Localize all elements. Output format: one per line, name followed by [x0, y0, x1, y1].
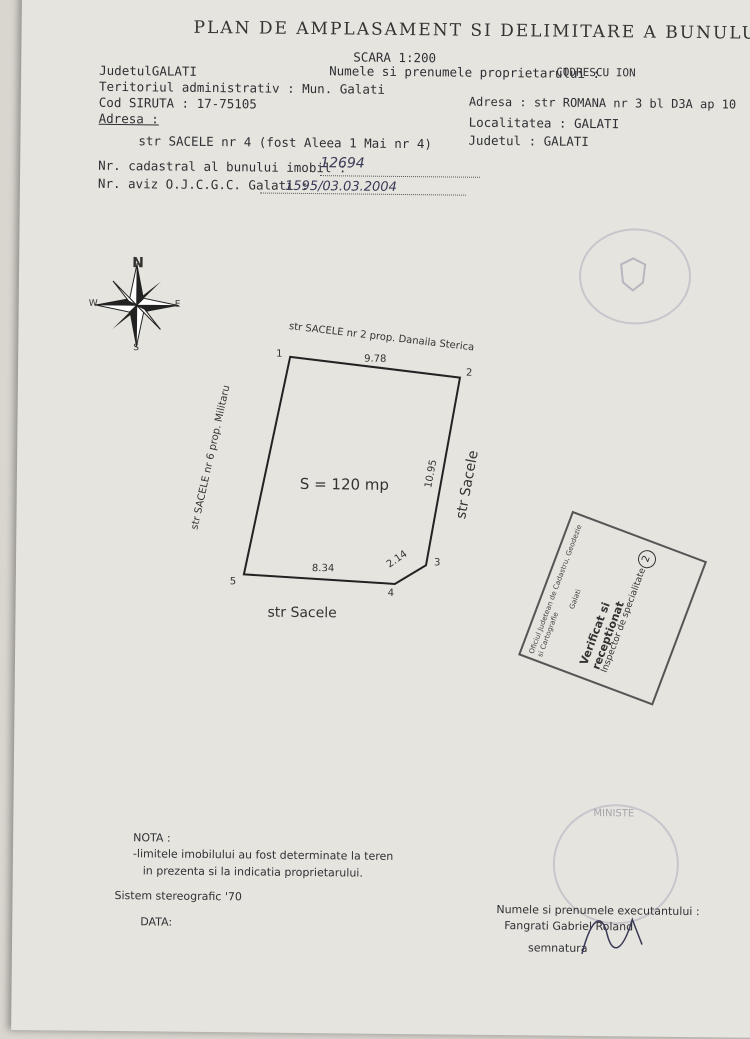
compass-w: W — [88, 298, 98, 309]
point-5: 5 — [229, 576, 237, 588]
data-label: DATA: — [140, 915, 173, 929]
nota-label: NOTA : — [133, 831, 171, 845]
document-sheet: PLAN DE AMPLASAMENT SI DELIMITARE A BUNU… — [11, 0, 750, 1038]
coat-of-arms-icon — [620, 257, 647, 292]
point-3: 3 — [433, 557, 441, 569]
compass-e: E — [174, 299, 181, 310]
sistem-label: Sistem stereografic '70 — [114, 889, 242, 904]
compass-rose-icon — [94, 263, 179, 348]
plan-drawing — [94, 263, 462, 585]
nota-line1: -limitele imobilului au fost determinate… — [132, 847, 394, 863]
area-label: S = 120 mp — [299, 474, 390, 494]
nota-line2: in prezenta si la indicatia proprietarul… — [142, 864, 363, 880]
handwritten-signature — [581, 917, 643, 955]
point-4: 4 — [387, 587, 395, 599]
compass-s: S — [133, 343, 140, 354]
compass-n: N — [132, 255, 144, 272]
round-stamp-text: MINISTE — [593, 808, 635, 820]
point-2: 2 — [465, 367, 473, 379]
dim-top: 9.78 — [364, 353, 387, 365]
point-1: 1 — [276, 348, 283, 360]
stamp-line2: Galati — [567, 588, 583, 611]
faded-round-stamp-top — [578, 227, 692, 326]
dim-bottom: 8.34 — [311, 563, 335, 575]
bottom-street-label: str Sacele — [267, 604, 337, 622]
parcel-outline — [242, 355, 462, 585]
